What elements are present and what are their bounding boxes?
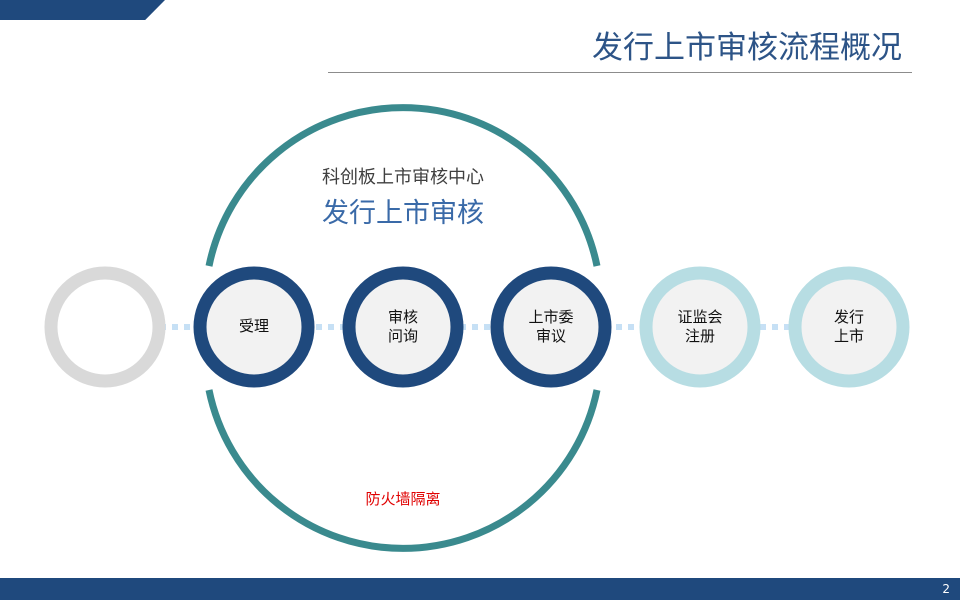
step-label-line1: 审核	[387, 308, 418, 326]
step-label-line1: 证监会	[677, 308, 723, 326]
step-circle	[44, 266, 166, 388]
page-title: 发行上市审核流程概况	[592, 30, 902, 66]
title-divider	[328, 72, 912, 73]
step-label-line1: 发行	[833, 308, 864, 326]
step-label-line2: 注册	[684, 327, 715, 345]
step-circle	[342, 266, 464, 388]
step-circle	[788, 266, 910, 388]
step-label-line1: 上市委	[528, 308, 574, 326]
review-center-arc-bottom	[205, 389, 601, 552]
page-number: 2	[942, 582, 950, 596]
header-accent-bar	[0, 0, 165, 20]
step-circle	[639, 266, 761, 388]
step-label: 审核问询	[353, 308, 453, 346]
footer-bar: 2	[0, 578, 960, 600]
step-label-line2: 上市	[833, 327, 864, 345]
step-label-line2: 问询	[387, 327, 418, 345]
step-label: 受理	[204, 317, 304, 336]
review-center-subtitle: 科创板上市审核中心	[322, 167, 484, 188]
review-center-arc-top	[205, 104, 601, 267]
step-circle	[490, 266, 612, 388]
step-label-line1: 受理	[238, 317, 269, 335]
step-label: 上市委审议	[501, 308, 601, 346]
step-label: 发行上市	[799, 308, 899, 346]
step-label: 证监会注册	[650, 308, 750, 346]
step-circle	[193, 266, 315, 388]
firewall-label: 防火墙隔离	[365, 490, 441, 508]
review-center-title: 发行上市审核	[322, 198, 484, 229]
step-label-line2: 审议	[535, 327, 566, 345]
